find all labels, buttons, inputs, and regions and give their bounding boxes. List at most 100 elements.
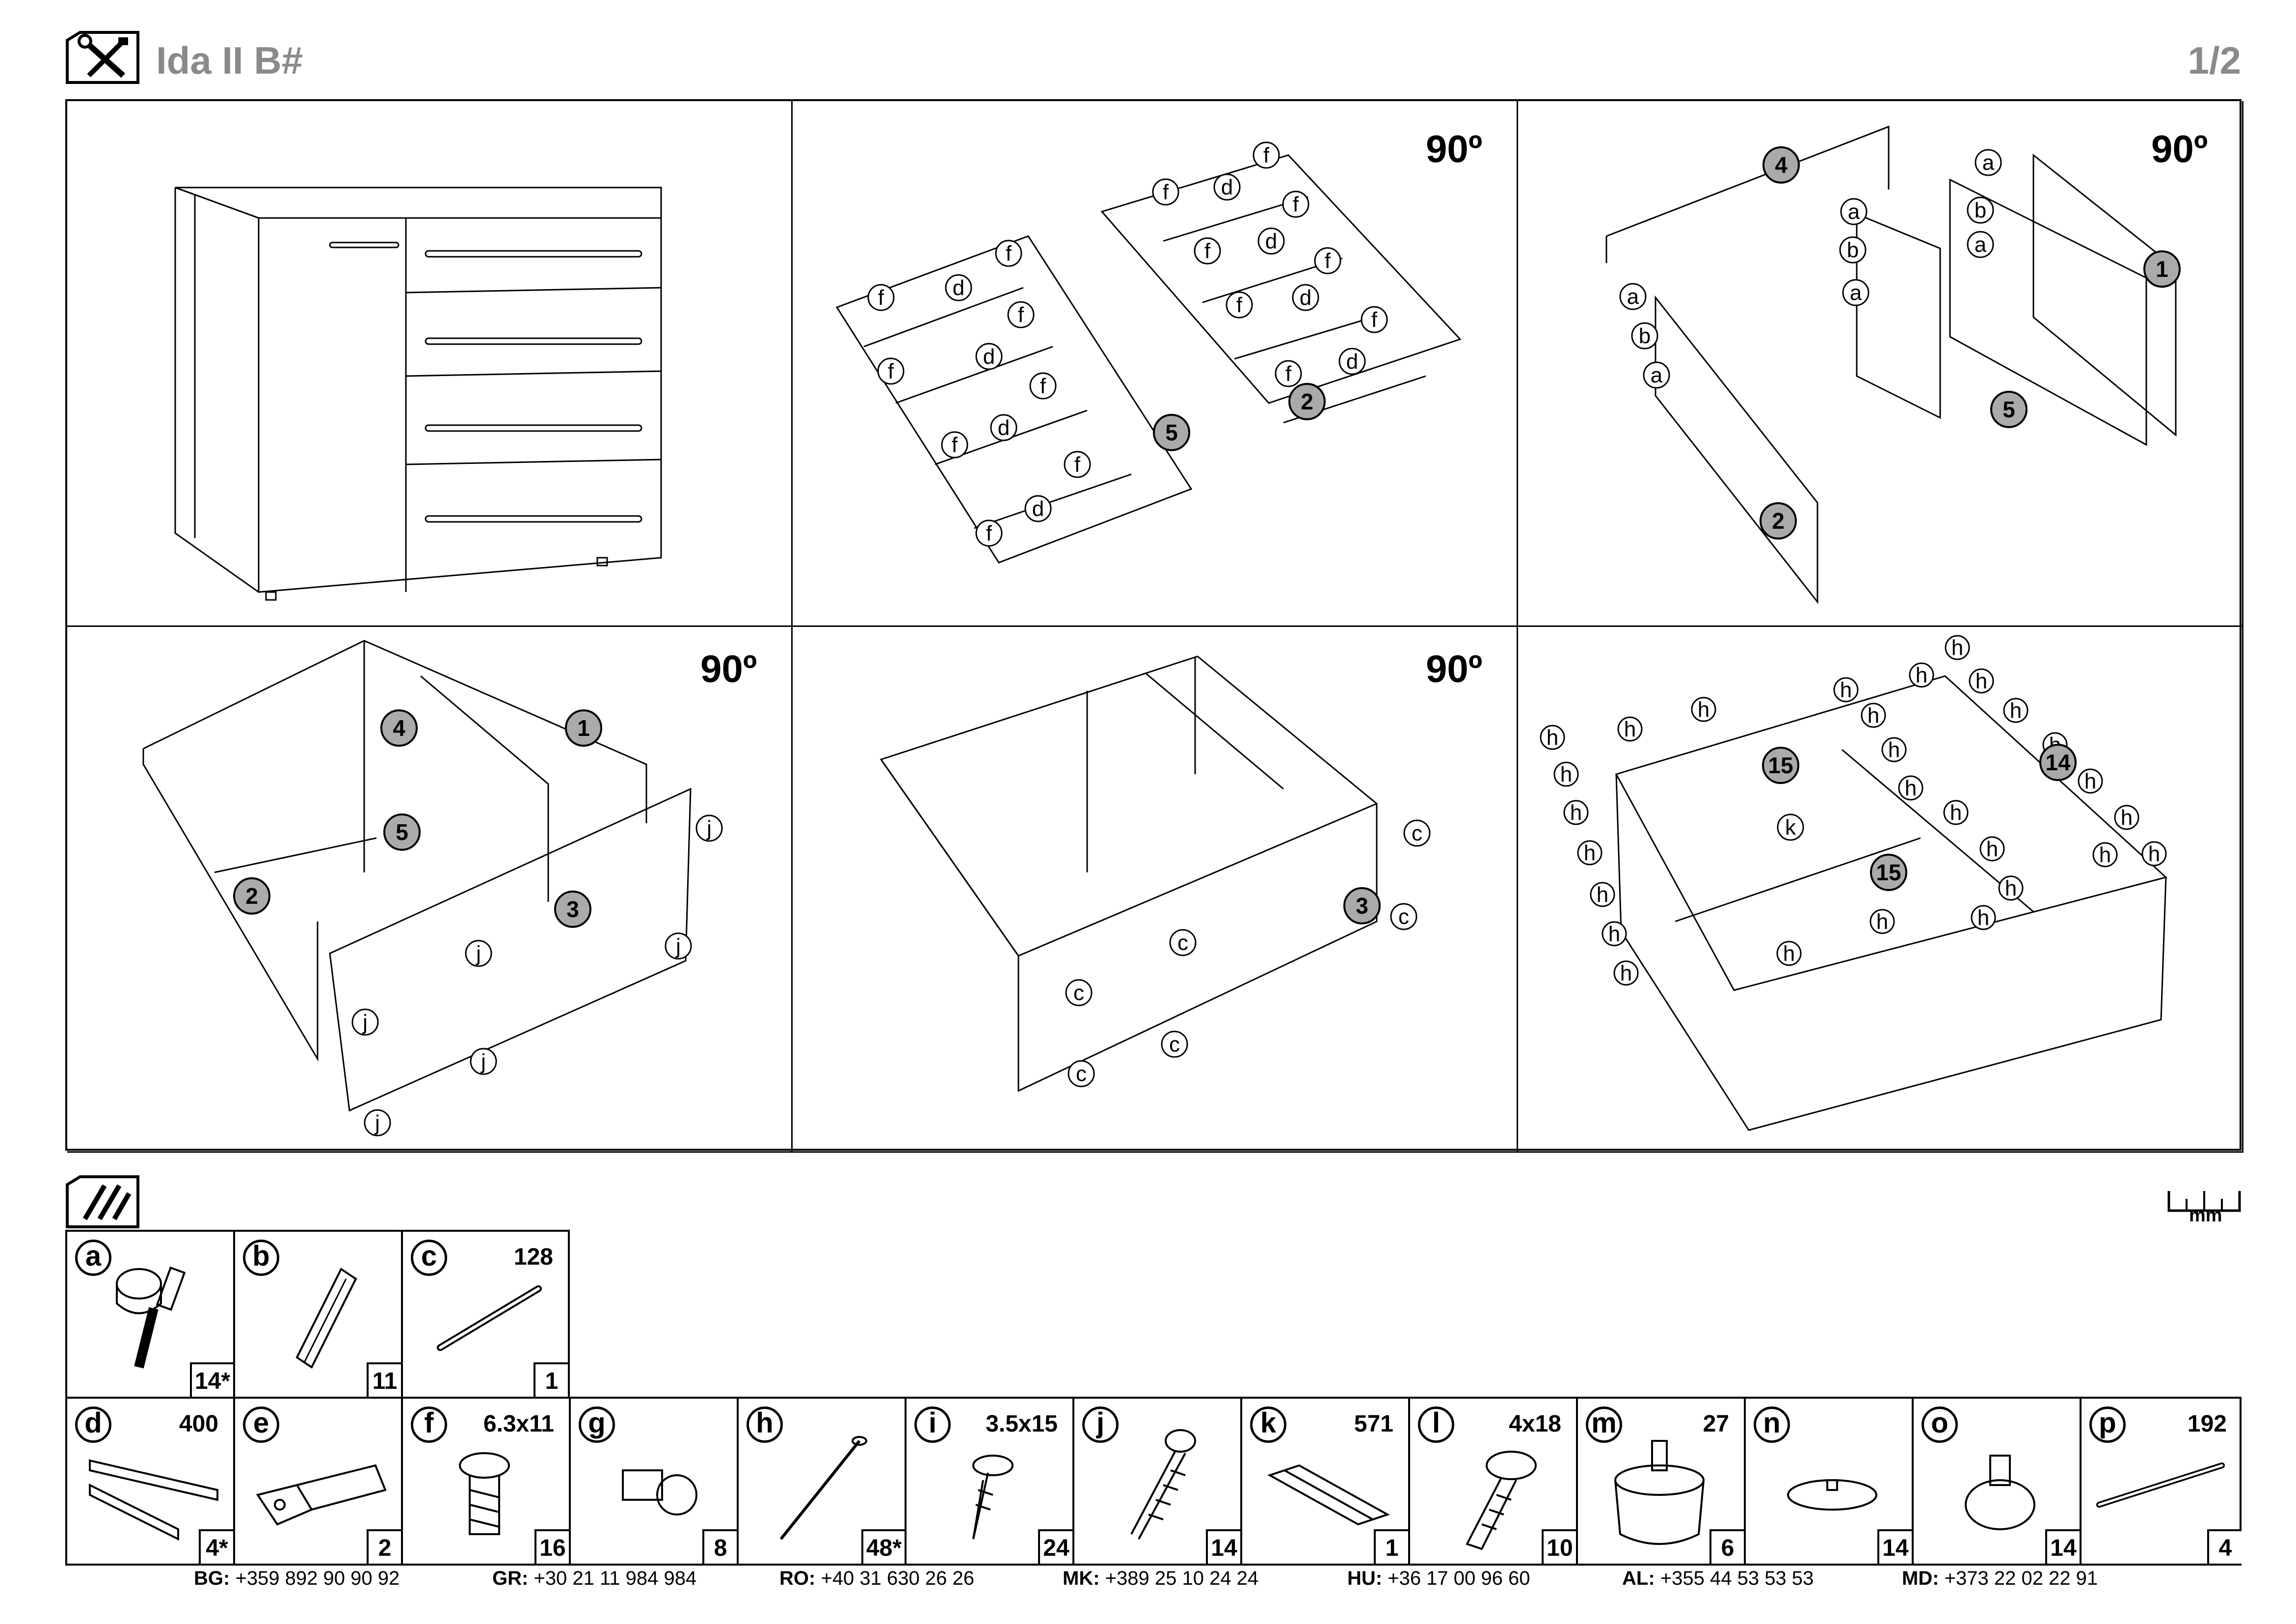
part-k: k 571 1 xyxy=(1240,1397,1410,1566)
part-size: 27 xyxy=(1703,1411,1729,1437)
svg-text:h: h xyxy=(1560,762,1572,786)
country-code: HU: xyxy=(1347,1568,1383,1589)
part-letter: c xyxy=(411,1240,447,1276)
svg-text:h: h xyxy=(1951,636,1963,660)
svg-text:h: h xyxy=(2148,842,2160,866)
svg-text:a: a xyxy=(1627,285,1639,309)
svg-text:15: 15 xyxy=(1876,860,1901,885)
part-letter: d xyxy=(75,1407,111,1443)
svg-text:f: f xyxy=(1371,308,1378,332)
screws-icon xyxy=(65,1175,140,1229)
part-g: g 8 xyxy=(569,1397,739,1566)
country-code: MK: xyxy=(1063,1568,1100,1589)
svg-text:h: h xyxy=(1916,663,1927,687)
svg-text:d: d xyxy=(953,276,964,300)
part-letter: e xyxy=(243,1407,279,1443)
part-letter: k xyxy=(1250,1407,1286,1443)
part-letter: o xyxy=(1922,1407,1958,1443)
panel-labels: 5 2 xyxy=(1153,383,1326,451)
svg-text:f: f xyxy=(1325,249,1331,273)
unit-label: mm xyxy=(2189,1205,2222,1226)
tools-icon xyxy=(65,30,140,84)
svg-text:a: a xyxy=(1850,281,1862,305)
svg-text:c: c xyxy=(1412,821,1422,845)
svg-text:f: f xyxy=(1040,374,1046,398)
svg-text:a: a xyxy=(1982,151,1995,175)
contact-bg: BG: +359 892 90 90 92 xyxy=(194,1568,400,1590)
contact-md: MD: +373 22 02 22 91 xyxy=(1902,1568,2098,1590)
svg-text:3: 3 xyxy=(1356,893,1368,919)
part-quantity: 1 xyxy=(534,1362,568,1397)
country-code: RO: xyxy=(779,1568,816,1589)
svg-text:d: d xyxy=(983,345,995,369)
part-letter: l xyxy=(1418,1407,1454,1443)
svg-text:f: f xyxy=(1163,180,1169,204)
svg-text:d: d xyxy=(1346,350,1358,374)
svg-text:5: 5 xyxy=(2002,397,2015,422)
contact-hu: HU: +36 17 00 96 60 xyxy=(1347,1568,1530,1590)
svg-text:d: d xyxy=(1265,229,1277,253)
svg-text:3: 3 xyxy=(566,896,579,922)
part-quantity: 24 xyxy=(1038,1529,1072,1564)
part-quantity: 4 xyxy=(2207,1529,2242,1564)
part-quantity: 8 xyxy=(702,1529,737,1564)
country-code: BG: xyxy=(194,1568,230,1589)
part-quantity: 10 xyxy=(1542,1529,1576,1564)
rotate-90-label: 90º xyxy=(2151,127,2208,170)
svg-text:f: f xyxy=(1018,303,1024,327)
rotate-90-label: 90º xyxy=(1426,127,1483,170)
part-letter: b xyxy=(243,1240,279,1276)
svg-text:j: j xyxy=(362,1010,368,1034)
phone-number: +359 892 90 90 92 xyxy=(235,1568,400,1589)
svg-text:j: j xyxy=(475,942,481,966)
part-d: d 400 4* xyxy=(65,1397,235,1566)
part-quantity: 6 xyxy=(1709,1529,1744,1564)
part-letter: j xyxy=(1082,1407,1119,1443)
svg-text:a: a xyxy=(1848,200,1860,224)
svg-text:h: h xyxy=(2084,769,2096,793)
part-e: e 2 xyxy=(233,1397,403,1566)
contact-mk: MK: +389 25 10 24 24 xyxy=(1063,1568,1258,1590)
svg-text:f: f xyxy=(1263,143,1270,167)
phone-number: +373 22 02 22 91 xyxy=(1944,1568,2098,1589)
svg-text:2: 2 xyxy=(1301,389,1313,414)
part-size: 192 xyxy=(2187,1411,2227,1437)
phone-number: +30 21 11 984 984 xyxy=(534,1568,697,1589)
rotate-90-label: 90º xyxy=(1426,647,1483,690)
svg-text:f: f xyxy=(1204,239,1211,263)
svg-text:h: h xyxy=(1876,910,1888,934)
part-letter: a xyxy=(75,1240,111,1276)
part-quantity: 48* xyxy=(861,1529,905,1564)
step-back-panels: hhh hhh hhh hhh hhh hhh hhh hhh hhh h k … xyxy=(1518,627,2243,1153)
svg-text:f: f xyxy=(1236,293,1243,317)
svg-text:c: c xyxy=(1169,1032,1180,1056)
part-i: i 3.5x15 24 xyxy=(905,1397,1074,1566)
part-size: 571 xyxy=(1354,1411,1393,1437)
svg-text:j: j xyxy=(706,816,712,840)
svg-text:k: k xyxy=(1785,815,1796,839)
contact-al: AL: +355 44 53 53 53 xyxy=(1622,1568,1814,1590)
svg-text:h: h xyxy=(1950,801,1962,825)
part-quantity: 1 xyxy=(1374,1529,1408,1564)
part-o: o 14 xyxy=(1912,1397,2082,1566)
page-number: 1/2 xyxy=(2188,39,2241,82)
svg-text:c: c xyxy=(1076,1062,1087,1086)
part-quantity: 14 xyxy=(2045,1529,2080,1564)
svg-text:d: d xyxy=(1221,175,1233,199)
svg-text:h: h xyxy=(2121,806,2133,830)
svg-text:h: h xyxy=(1570,801,1582,825)
part-letter: p xyxy=(2089,1407,2126,1443)
svg-text:h: h xyxy=(1620,961,1632,985)
svg-text:h: h xyxy=(1905,776,1917,800)
svg-text:h: h xyxy=(1840,678,1852,702)
phone-number: +355 44 53 53 53 xyxy=(1660,1568,1814,1589)
part-l: l 4x18 10 xyxy=(1408,1397,1578,1566)
svg-text:h: h xyxy=(1868,704,1879,728)
svg-text:h: h xyxy=(1547,726,1558,750)
part-letter: n xyxy=(1754,1407,1790,1443)
svg-text:f: f xyxy=(878,286,884,310)
svg-text:1: 1 xyxy=(577,715,590,741)
part-letter: i xyxy=(914,1407,951,1443)
